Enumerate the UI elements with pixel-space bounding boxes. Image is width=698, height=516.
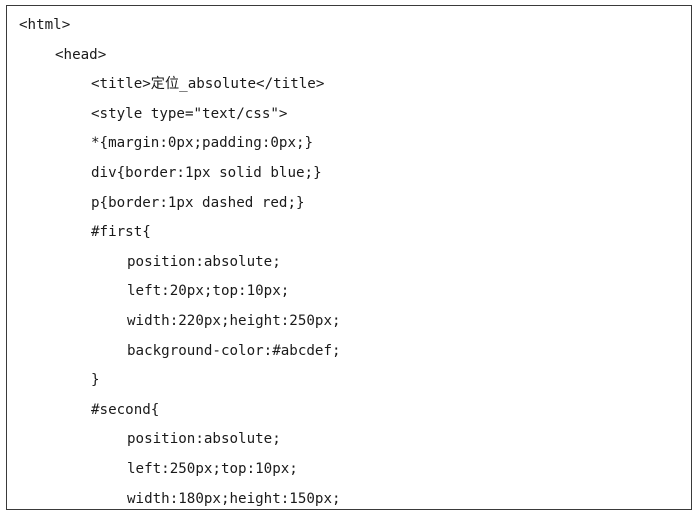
code-lines: <html> <head> <title>定位_absolute</title>… [7, 6, 691, 509]
code-line-first-size: width:220px;height:250px; [127, 312, 341, 329]
code-line-html-open: <html> [19, 17, 71, 33]
code-line-first-close: } [91, 372, 100, 389]
code-line-second-position: position:absolute; [127, 431, 281, 448]
code-line-p-rule: p{border:1px dashed red;} [91, 194, 305, 211]
code-line-style-open: <style type="text/css"> [91, 105, 288, 122]
code-line-first-background: background-color:#abcdef; [127, 342, 341, 359]
code-line-first-position: position:absolute; [127, 253, 281, 270]
code-line-first-offsets: left:20px;top:10px; [127, 283, 290, 300]
code-listing-box: <html> <head> <title>定位_absolute</title>… [6, 5, 692, 510]
code-line-div-rule: div{border:1px solid blue;} [91, 164, 322, 181]
code-line-second-selector: #second{ [91, 401, 160, 418]
code-line-universal-rule: *{margin:0px;padding:0px;} [91, 135, 314, 152]
code-line-second-size: width:180px;height:150px; [127, 490, 341, 507]
code-line-title: <title>定位_absolute</title> [91, 76, 325, 93]
code-line-first-selector: #first{ [91, 224, 151, 241]
code-line-second-offsets: left:250px;top:10px; [127, 460, 298, 477]
code-line-head-open: <head> [55, 46, 107, 63]
